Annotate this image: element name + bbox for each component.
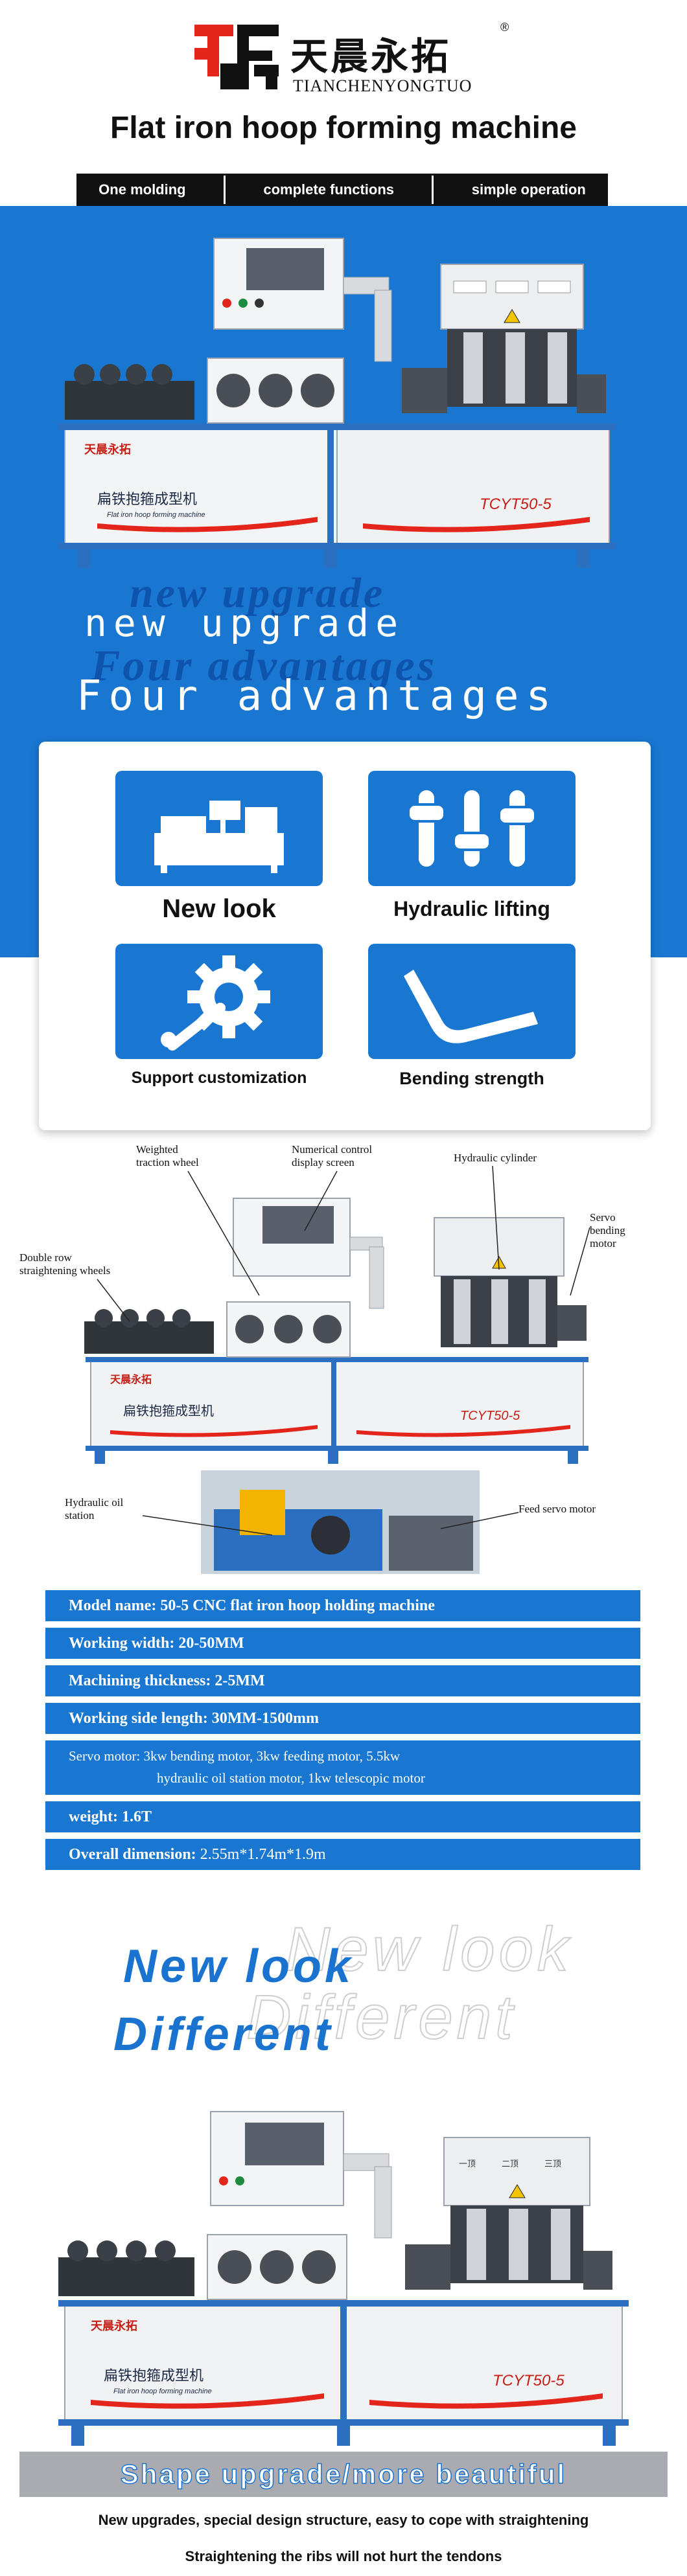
panel-button-1: 一顶	[459, 2160, 476, 2169]
advantages-card: New look Hydraulic lifting Suppo	[39, 742, 651, 1130]
spec-label: Working width:	[69, 1635, 179, 1652]
upgrade-line2: Four advantages	[76, 672, 558, 720]
different-heading: Different	[113, 2009, 334, 2060]
callout-feed-servo: Feed servo motor	[518, 1503, 596, 1515]
shape-description-1: New upgrades, special design structure, …	[98, 2512, 589, 2528]
spec-row-thickness: Machining thickness: 2-5MM	[45, 1665, 640, 1696]
advantage-label-hydraulic: Hydraulic lifting	[393, 897, 550, 920]
advantage-tile-customization	[115, 944, 323, 1059]
diagram-model-badge: TCYT50-5	[460, 1409, 520, 1423]
callout-weighted-wheel: Weighted traction wheel	[136, 1143, 199, 1168]
advantage-tile-bending	[368, 944, 576, 1059]
machine-plate-cn: 扁铁抱箍成型机	[97, 492, 197, 508]
shape-band	[19, 2452, 668, 2497]
tagline-divider	[223, 176, 226, 204]
machine-illustration: 天晨永拓 扁铁抱箍成型机 Flat iron hoop forming mach…	[58, 238, 616, 568]
callout-leaders	[97, 1165, 590, 1536]
spec-label: Overall dimension:	[69, 1846, 200, 1863]
different-ghost: Different	[246, 1982, 517, 2053]
spec-value: 50-5 CNC flat iron hoop holding machine	[160, 1597, 435, 1614]
brand-name-cn: 天晨永拓	[290, 34, 452, 78]
advantage-label-new-look: New look	[162, 895, 276, 923]
machine2-model-badge: TCYT50-5	[493, 2372, 565, 2389]
advantage-tile-new-look	[115, 771, 323, 886]
logo-mark-icon	[194, 25, 279, 89]
spec-row-servo-motor: Servo motor: 3kw bending motor, 3kw feed…	[45, 1740, 640, 1795]
spec-label: Model name:	[69, 1597, 161, 1614]
tagline-divider	[432, 176, 434, 204]
spec-value: 30MM-1500mm	[211, 1710, 319, 1727]
diagram-brand-plate: 天晨永拓	[110, 1373, 152, 1385]
bend-icon	[404, 970, 538, 1043]
tagline-complete-functions: complete functions	[263, 181, 395, 198]
spec-row-model: Model name: 50-5 CNC flat iron hoop hold…	[45, 1590, 640, 1621]
machine2-plate-cn: 扁铁抱箍成型机	[104, 2368, 204, 2384]
machine2-plate-en: Flat iron hoop forming machine	[113, 2388, 212, 2395]
diagram-plate-cn: 扁铁抱箍成型机	[123, 1403, 214, 1419]
spec-value: 2.55m*1.74m*1.9m	[200, 1846, 326, 1863]
new-look-heading: New look	[123, 1941, 355, 1992]
tagline-bar: One molding complete functions simple op…	[76, 174, 608, 206]
callout-double-row: Double row straightening wheels	[19, 1251, 111, 1277]
upgrade-ghost-line1: new upgrade	[130, 569, 386, 617]
upgrade-line1: new upgrade	[84, 601, 405, 645]
model-badge: TCYT50-5	[480, 496, 552, 513]
gear-wrench-icon	[161, 955, 270, 1051]
spec-value-line2: hydraulic oil station motor, 1kw telesco…	[157, 1770, 425, 1786]
spec-row-weight: weight: 1.6T	[45, 1801, 640, 1832]
machine2-brand-plate: 天晨永拓	[91, 2319, 137, 2333]
registered-mark: ®	[500, 21, 509, 34]
spec-value: 2-5MM	[215, 1672, 265, 1689]
advantage-label-customization: Support customization	[131, 1069, 307, 1087]
shape-title: Shape upgrade/more beautiful	[120, 2458, 567, 2490]
sliders-icon	[407, 790, 537, 867]
tagline-simple-operation: simple operation	[471, 181, 586, 198]
spec-row-dimension: Overall dimension: 2.55m*1.74m*1.9m	[45, 1839, 640, 1870]
brand-plate: 天晨永拓	[84, 442, 131, 457]
callout-servo-bending: Servo bending motor	[590, 1211, 625, 1249]
spec-row-width: Working width: 20-50MM	[45, 1628, 640, 1659]
page-title: Flat iron hoop forming machine	[110, 111, 577, 145]
advantage-tile-hydraulic	[368, 771, 576, 886]
panel-button-2: 二顶	[502, 2160, 518, 2169]
component-diagram: 天晨永拓 扁铁抱箍成型机 TCYT50-5 Weighted traction …	[0, 1140, 687, 1606]
spec-label: Machining thickness:	[69, 1672, 215, 1689]
brand-logo: 天晨永拓 TIANCHENYONGTUO ®	[194, 19, 531, 97]
brand-name-en: TIANCHENYONGTUO	[293, 76, 472, 95]
diagram-machine-illustration: 天晨永拓 扁铁抱箍成型机 TCYT50-5	[84, 1198, 588, 1464]
spec-row-side-length: Working side length: 30MM-1500mm	[45, 1703, 640, 1734]
panel-button-3: 三顶	[544, 2160, 561, 2169]
spec-label: Servo motor:	[69, 1748, 144, 1764]
spec-value: 20-50MM	[178, 1635, 244, 1652]
machine-plate-en: Flat iron hoop forming machine	[107, 511, 205, 519]
machine-illustration-2: 一顶 二顶 三顶 天晨永拓 扁铁抱箍成型机 Flat iron hoop for…	[58, 2111, 629, 2446]
advantage-label-bending: Bending strength	[399, 1069, 544, 1088]
spec-value: 3kw bending motor, 3kw feeding motor, 5.…	[143, 1748, 401, 1764]
spec-value: 1.6T	[121, 1808, 152, 1825]
callout-nc-screen: Numerical control display screen	[292, 1143, 373, 1168]
spec-label: Working side length:	[69, 1710, 212, 1727]
new-look-ghost: New look	[285, 1914, 572, 1985]
callout-hydraulic-cylinder: Hydraulic cylinder	[454, 1152, 537, 1164]
callout-oil-station: Hydraulic oil station	[65, 1496, 124, 1522]
shape-description-2: Straightening the ribs will not hurt the…	[185, 2548, 502, 2564]
machine-icon	[154, 801, 284, 873]
tagline-one-molding: One molding	[99, 181, 186, 198]
spec-label: weight:	[69, 1808, 122, 1825]
oil-station-photo	[201, 1470, 480, 1574]
upgrade-ghost-line2: Four advantages	[91, 641, 437, 690]
